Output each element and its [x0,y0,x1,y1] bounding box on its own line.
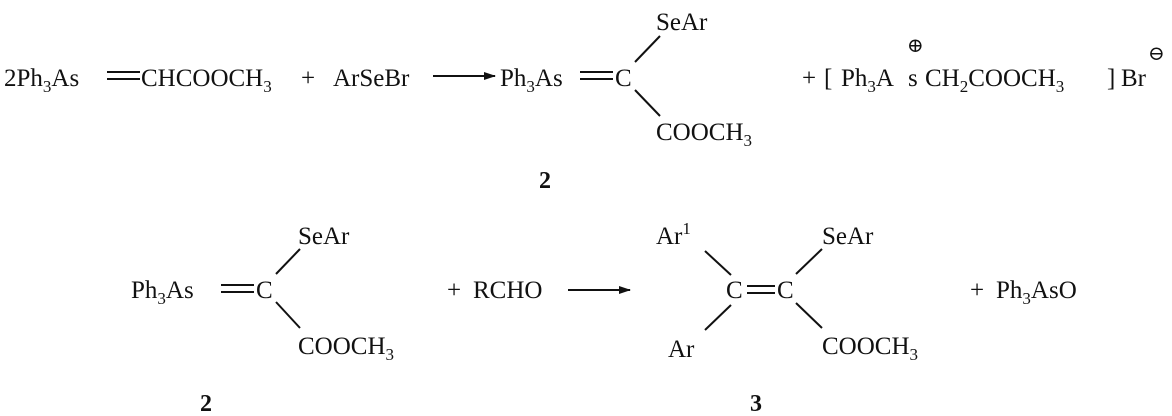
svg-text:COOCH3: COOCH3 [298,333,394,364]
aryl-group: Ar [668,336,695,363]
aryl1-group: Ar [656,223,683,250]
methylene-subscript: 2 [960,77,969,96]
aryl1-superscript: 1 [682,219,691,238]
ester-group: COOCH [298,333,386,360]
bond-to-aryl1 [704,250,732,276]
arsine-oxide-text: AsO [1031,277,1077,304]
methyl-subscript: 3 [263,77,272,96]
svg-text:Ar1: Ar1 [656,219,691,250]
bond-to-aryl [704,304,732,331]
arsenic-s: s [908,65,918,92]
plus-sign: + [802,65,816,92]
arylselenyl-bromide: ArSeBr [333,65,410,92]
phenyl-text: Ph [841,65,868,92]
ylide-carbon-group: CHCOOCH [141,65,263,92]
plus-sign: + [301,65,315,92]
reaction-1: 2Ph3As CHCOOCH3 + ArSeBr Ph3As C SeAr CO… [4,9,1165,194]
bond-to-ester [275,301,301,329]
svg-text:Ph3As: Ph3As [500,65,563,96]
ylide-carbon: C [615,65,632,92]
stoichiometric-coefficient: 2 [4,65,17,92]
svg-text:COOCH3: COOCH3 [656,119,752,150]
bromide-anion: Br [1121,65,1147,92]
close-bracket: ] [1107,65,1115,92]
reaction-2: Ph3As C SeAr COOCH3 2 + RCHO Ar1 Ar C [131,219,1077,416]
svg-text:Ph3As: Ph3As [131,277,194,308]
arsenic-text: As [166,277,194,304]
svg-text:COOCH3: COOCH3 [822,333,918,364]
arsonium-salt-byproduct: [ Ph3A s ⊕ CH2COOCH3 ] Br ⊖ [824,35,1165,96]
alkene-carbon-left: C [726,277,743,304]
phenyl-text: Ph [996,277,1023,304]
svg-text:CHCOOCH3: CHCOOCH3 [141,65,272,96]
phenyl-text: Ph [17,65,44,92]
phenyl-text: Ph [500,65,527,92]
plus-sign: + [447,277,461,304]
selenyl-ylide-product: Ph3As C SeAr COOCH3 [500,9,752,150]
svg-text:CH2COOCH3: CH2COOCH3 [925,65,1064,96]
selenyl-group: SeAr [656,9,708,36]
bond-to-selenyl [634,35,661,63]
svg-text:2Ph3As: 2Ph3As [4,65,79,96]
compound-label-3: 3 [750,391,762,416]
bond-to-ester [795,302,823,329]
methylene-text: CH [925,65,960,92]
arsenic-a: A [876,65,894,92]
phenyl-subscript: 3 [867,77,876,96]
ylide-carbon: C [256,277,273,304]
plus-sign: + [970,277,984,304]
svg-text:Ph3A: Ph3A [841,65,894,96]
phenyl-text: Ph [131,277,158,304]
negative-charge: ⊖ [1148,43,1165,65]
ester-group: COOCH [822,333,910,360]
ester-group: COOCH [968,65,1056,92]
bond-to-selenyl [795,248,823,275]
methyl-subscript: 3 [1056,77,1065,96]
ester-group: COOCH [656,119,744,146]
vinyl-selenide-product: Ar1 Ar C C SeAr COOCH3 [656,219,918,364]
selenyl-ylide-reactant: Ph3As C SeAr COOCH3 [131,223,394,364]
open-bracket: [ [824,65,832,92]
compound-label-2: 2 [200,391,212,416]
phenyl-subscript: 3 [43,77,52,96]
methyl-subscript: 3 [744,131,753,150]
aldehyde-reagent: RCHO [473,277,542,304]
arsenic-text: As [535,65,563,92]
arsine-oxide-byproduct: Ph3AsO [996,277,1077,308]
methyl-subscript: 3 [910,345,919,364]
positive-charge: ⊕ [907,35,924,57]
compound-label-2: 2 [539,168,551,194]
bond-to-ester [634,89,661,117]
bond-to-selenyl [275,248,301,275]
selenyl-group: SeAr [298,223,350,250]
arsonium-ylide-reactant: 2Ph3As CHCOOCH3 [4,65,272,96]
arsenic-text: As [51,65,79,92]
selenyl-group: SeAr [822,223,874,250]
phenyl-subscript: 3 [157,289,166,308]
phenyl-subscript: 3 [1022,289,1031,308]
alkene-carbon-right: C [777,277,794,304]
phenyl-subscript: 3 [526,77,535,96]
methyl-subscript: 3 [386,345,395,364]
